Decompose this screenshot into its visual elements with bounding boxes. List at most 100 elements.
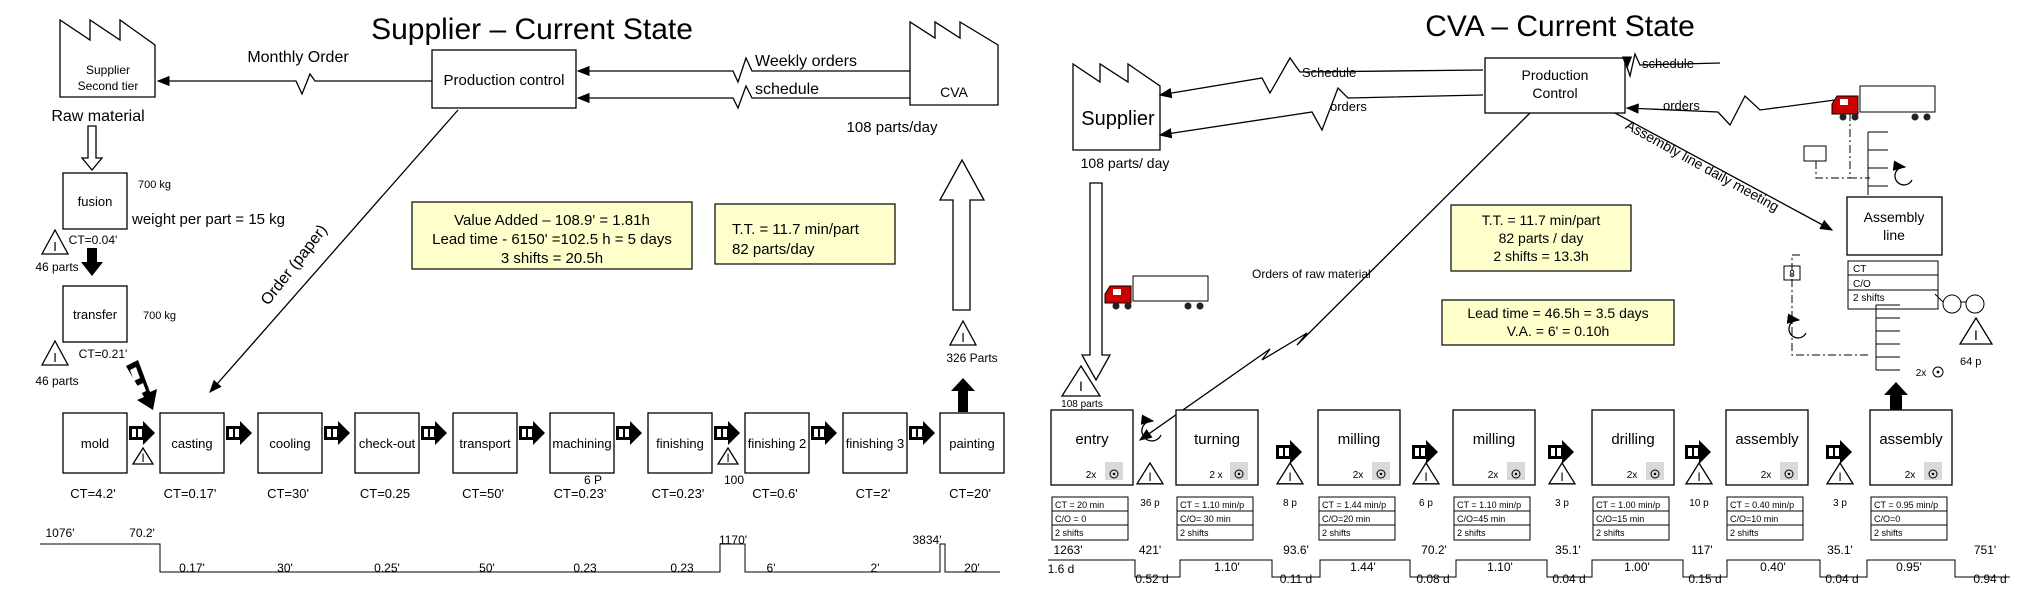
- push-arrow-icon: [1276, 440, 1302, 464]
- svg-text:I: I: [1974, 327, 1978, 343]
- timeline-process: 0.40': [1760, 560, 1786, 574]
- inventory-triangle-icon: I: [1825, 461, 1855, 485]
- weekly-orders-arrow: [576, 56, 910, 84]
- process-box-check-out: [354, 412, 420, 474]
- timeline-process: 0.23: [670, 561, 694, 575]
- production-control-label: Production control: [444, 72, 565, 89]
- svg-text:I: I: [53, 350, 57, 365]
- process-box-cooling: [257, 412, 323, 474]
- process-name: assembly: [1879, 431, 1943, 448]
- daily-meeting-arrow: [1614, 112, 1834, 231]
- assembly-line-label-1: Assembly: [1864, 209, 1925, 225]
- process-name: finishing 3: [846, 436, 905, 451]
- takt-time-line-2: 82 parts / day: [1499, 230, 1584, 246]
- process-name: drilling: [1611, 431, 1654, 448]
- process-name: check-out: [359, 436, 416, 451]
- orders-label: orders: [1330, 99, 1367, 114]
- supplier-tier-label-2: Second tier: [78, 79, 139, 93]
- inventory-46-parts-2: 46 parts: [35, 374, 78, 388]
- inventory-triangle-icon: I: [1684, 461, 1714, 485]
- process-box-mold: [62, 412, 128, 474]
- timeline-wait: 1076': [46, 526, 75, 540]
- heijunka-box-icon: [1875, 304, 1900, 371]
- push-arrow-icon: [129, 421, 155, 445]
- up-push-arrow-icon: [951, 378, 975, 412]
- monthly-order-arrow: [156, 72, 432, 96]
- cva-label: CVA: [940, 84, 968, 100]
- data-box-row: 2 shifts: [1322, 528, 1351, 538]
- process-box-finishing-3: [842, 412, 908, 474]
- supplier-label: Supplier: [1081, 108, 1155, 130]
- lead-time-line-2: V.A. = 6' = 0.10h: [1507, 323, 1610, 339]
- timeline-process: 0.15 d: [1688, 572, 1721, 586]
- al-shifts: 2 shifts: [1853, 293, 1885, 304]
- assembly-line-box: [1846, 196, 1943, 256]
- weekly-orders-label: Weekly orders: [755, 53, 857, 70]
- data-box-row: C/O=10 min: [1730, 514, 1778, 524]
- data-box-row: 2 shifts: [1055, 528, 1084, 538]
- lead-time-line-1: Lead time = 46.5h = 3.5 days: [1467, 305, 1648, 321]
- truck-icon: [1104, 275, 1209, 310]
- data-box-row: CT = 0.40 min/p: [1730, 500, 1794, 510]
- timeline-process: 0.17': [179, 561, 205, 575]
- process-name: finishing: [656, 436, 704, 451]
- timeline-process: 1.44': [1350, 560, 1376, 574]
- kanban-8-box: [1783, 265, 1801, 281]
- kanban-card-icon: [1803, 145, 1827, 162]
- transfer-ct-label: CT=0.21': [79, 347, 128, 361]
- operator-icon: [1372, 462, 1390, 480]
- process-name: finishing 2: [748, 436, 807, 451]
- schedule-to-supplier-arrow: [1158, 56, 1484, 99]
- monthly-order-label: Monthly Order: [247, 49, 349, 66]
- weight-per-part-label: weight per part = 15 kg: [131, 211, 285, 228]
- production-control-label-2: Control: [1532, 85, 1577, 101]
- push-arrow-icon: [519, 421, 545, 445]
- data-box-row: C/O=15 min: [1596, 514, 1644, 524]
- process-name: milling: [1473, 431, 1516, 448]
- op-2x-small: 2x: [1916, 368, 1927, 379]
- takt-time-line-3: 2 shifts = 13.3h: [1493, 248, 1588, 264]
- kanban-loop-line: [1849, 113, 1870, 179]
- raw-material-orders-arrow: [1138, 112, 1531, 441]
- schedule-right-label: schedule: [1642, 56, 1694, 71]
- inventory-triangle-icon: I: [948, 319, 978, 346]
- timeline-process: 50': [479, 561, 495, 575]
- data-box: [1176, 496, 1254, 541]
- inventory-triangle-icon: I: [131, 446, 155, 465]
- value-added-line-2: Lead time - 6150' =102.5 h = 5 days: [432, 231, 672, 248]
- orders-from-customer-arrow: [1625, 94, 1836, 127]
- takt-time-line-1: T.T. = 11.7 min/part: [732, 221, 860, 238]
- inventory-6p-label: 6 P: [584, 473, 602, 487]
- timeline-wait: 70.2': [1421, 543, 1447, 557]
- right-diagram: CVA – Current State Supplier 108 parts/ …: [1048, 10, 2010, 586]
- timeline-wait: 751': [1974, 543, 1996, 557]
- svg-text:I: I: [961, 330, 965, 345]
- operator-icon: [1646, 462, 1664, 480]
- svg-text:I: I: [1079, 378, 1083, 394]
- push-arrow-icon: [616, 421, 642, 445]
- orders-to-supplier-arrow: [1158, 86, 1484, 139]
- schedule-from-customer-line: [1626, 51, 1721, 79]
- process-box-finishing-2: [744, 412, 810, 474]
- raw-material-push-arrow: [80, 125, 104, 172]
- timeline-wait: 421': [1139, 543, 1161, 557]
- operator-icon: [1932, 366, 1944, 378]
- orders-right-label: orders: [1663, 98, 1700, 113]
- takt-time-box: [1450, 204, 1632, 272]
- timeline-process: 0.94 d: [1973, 572, 2006, 586]
- inventory-count: 36 p: [1140, 498, 1160, 509]
- cva-factory-icon: CVA: [909, 20, 999, 106]
- operator-count: 2x: [1488, 470, 1499, 481]
- svg-text:I: I: [1288, 470, 1291, 484]
- right-timeline: 1263'421'93.6'70.2'35.1'117'35.1'751'1.6…: [1048, 543, 2010, 586]
- process-box-machining: [549, 412, 615, 474]
- data-box-row: CT = 1.10 min/p: [1180, 500, 1244, 510]
- operator-count: 2x: [1086, 470, 1097, 481]
- timeline-process: 2': [871, 561, 880, 575]
- data-box-row: C/O=45 min: [1457, 514, 1505, 524]
- process-ct: CT=30': [267, 486, 309, 501]
- process-box-milling: [1452, 409, 1536, 486]
- right-title: CVA – Current State: [1425, 10, 1695, 43]
- data-box-row: 2 shifts: [1596, 528, 1625, 538]
